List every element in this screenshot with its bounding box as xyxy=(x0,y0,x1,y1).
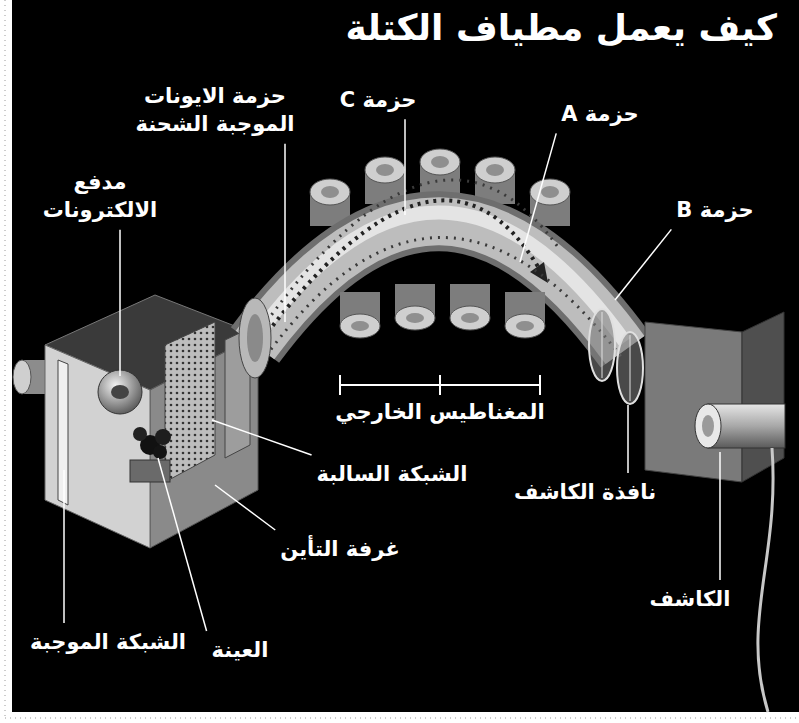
magnet xyxy=(420,149,460,175)
bracket xyxy=(539,375,541,395)
magnet xyxy=(406,313,424,323)
electron-gun xyxy=(111,385,129,399)
part-label: غرفة التأين xyxy=(280,535,400,563)
side-port xyxy=(13,360,31,394)
magnet xyxy=(486,164,504,176)
leader-line xyxy=(627,405,629,473)
magnet xyxy=(376,164,394,176)
part-label: الشبكة السالبة xyxy=(317,460,468,488)
chamber-front xyxy=(45,345,150,548)
leader-line xyxy=(719,452,721,580)
leader-line xyxy=(215,485,275,530)
magnet xyxy=(461,313,479,323)
magnet xyxy=(475,157,515,183)
magnet xyxy=(321,186,339,198)
leader-line xyxy=(520,133,556,262)
beam-head xyxy=(530,262,548,283)
leader-line xyxy=(284,144,286,322)
frame-dots xyxy=(5,0,6,718)
magnet xyxy=(365,157,405,183)
bracket xyxy=(439,375,441,395)
window-slit xyxy=(602,312,603,378)
magnet xyxy=(450,306,490,330)
leader-line xyxy=(615,229,671,300)
tube-flange xyxy=(247,314,263,362)
magnet xyxy=(340,314,380,338)
tube-highlight xyxy=(255,212,625,342)
background xyxy=(12,0,799,712)
electron-gun xyxy=(98,370,142,414)
magnet xyxy=(395,306,435,330)
magnet-row xyxy=(340,284,545,338)
ion-beam xyxy=(258,200,540,345)
leader-line xyxy=(158,458,207,631)
ion-beam xyxy=(266,237,622,358)
sample xyxy=(133,427,147,441)
detector-window xyxy=(589,309,615,381)
beam-label: حزمة B xyxy=(676,196,753,224)
frame-dots xyxy=(5,718,799,719)
part-label: الشبكة الموجبة xyxy=(30,628,186,656)
part-label: العينة xyxy=(212,636,269,664)
part-label: المغناطيس الخارجي xyxy=(335,398,544,426)
detector xyxy=(695,404,721,448)
cable xyxy=(758,448,773,712)
sample xyxy=(153,445,167,459)
magnet xyxy=(530,179,570,205)
magnet xyxy=(431,156,449,168)
beam-label: حزمة الايونات الموجبة الشحنة xyxy=(120,82,310,139)
detector-housing xyxy=(742,312,784,482)
leader-line xyxy=(404,119,406,215)
leader-line xyxy=(212,420,312,455)
detector xyxy=(702,415,714,437)
bracket xyxy=(339,375,341,395)
tube-flange xyxy=(239,298,271,378)
beam-label: حزمة A xyxy=(561,100,639,128)
leader-line xyxy=(119,230,121,376)
positive-grid xyxy=(58,360,68,505)
detector-window xyxy=(617,332,643,404)
magnet xyxy=(505,314,545,338)
beam-label: حزمة C xyxy=(340,86,417,114)
magnet xyxy=(541,186,559,198)
leader-line xyxy=(63,470,65,623)
part-label: مدفع الالكترونات xyxy=(20,168,180,225)
sample xyxy=(155,429,171,445)
title: كيف يعمل مطياف الكتلة xyxy=(345,6,777,49)
magnet xyxy=(310,179,350,205)
negative-grid xyxy=(165,322,215,482)
magnet xyxy=(351,321,369,331)
detector-housing xyxy=(645,322,742,482)
window-slit xyxy=(630,335,631,401)
magnet xyxy=(516,321,534,331)
part-label: الكاشف xyxy=(650,585,731,613)
part-label: نافذة الكاشف xyxy=(514,478,656,506)
